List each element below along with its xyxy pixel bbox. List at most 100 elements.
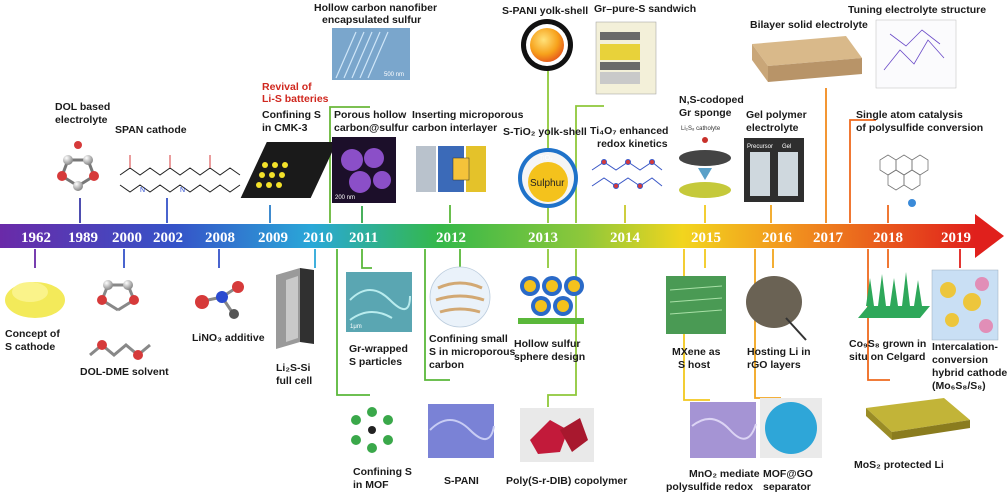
- connector-2011-hollow: [329, 106, 370, 223]
- milestone-2011-mof: Confining S in MOF: [351, 407, 412, 491]
- svg-text:Sulphur: Sulphur: [530, 178, 565, 189]
- sponge-icon: [679, 137, 731, 198]
- porous-image: [332, 137, 396, 203]
- svg-text:S-PANI yolk-shell: S-PANI yolk-shell: [502, 5, 588, 17]
- svg-text:Li₂S-Si: Li₂S-Si: [276, 362, 311, 374]
- year-2019: 2019: [941, 230, 971, 246]
- connector-2011-bottom: [361, 249, 372, 269]
- milestone-2012-spani: S-PANI: [428, 404, 495, 487]
- milestone-2011-gr-wrapped: 1μm Gr-wrapped S particles: [346, 272, 412, 368]
- milestone-2018-tuning: Tuning electrolyte structure: [848, 4, 986, 89]
- svg-text:LiNO₃ additive: LiNO₃ additive: [192, 332, 265, 344]
- svg-text:MoS₂ protected Li: MoS₂ protected Li: [854, 459, 944, 471]
- year-2012: 2012: [436, 230, 466, 246]
- svg-text:Li₂S₈ catholyte: Li₂S₈ catholyte: [681, 126, 721, 132]
- connector-2013-poly: [547, 249, 577, 407]
- svg-text:full cell: full cell: [276, 375, 312, 387]
- year-2011: 2011: [349, 230, 378, 246]
- mos2-surface-icon: [866, 398, 970, 432]
- milestone-2009-cmk3: Revival of Li-S batteries Confining S in…: [240, 81, 337, 198]
- year-2002: 2002: [153, 230, 183, 246]
- full-cell-icon: [276, 268, 314, 349]
- milestone-2002-span: SPAN cathode N N: [115, 124, 241, 194]
- svg-text:Hollow sulfur: Hollow sulfur: [514, 338, 581, 350]
- svg-text:Revival of: Revival of: [262, 81, 312, 93]
- svg-text:Inserting microporous: Inserting microporous: [412, 109, 524, 121]
- mof-structure-icon: [351, 407, 393, 453]
- svg-text:redox kinetics: redox kinetics: [597, 138, 668, 150]
- svg-text:(Mo₆S₈/S₈): (Mo₆S₈/S₈): [932, 380, 986, 392]
- milestone-2012-small: Confining small S in microporous carbon: [429, 266, 516, 371]
- svg-text:Tuning electrolyte structure: Tuning electrolyte structure: [848, 4, 986, 16]
- svg-text:S-PANI: S-PANI: [444, 475, 479, 487]
- svg-text:carbon: carbon: [429, 359, 464, 371]
- year-2010: 2010: [303, 230, 333, 246]
- svg-text:Bilayer solid electrolyte: Bilayer solid electrolyte: [750, 19, 868, 31]
- svg-text:in CMK-3: in CMK-3: [262, 122, 308, 134]
- svg-text:of polysulfide conversion: of polysulfide conversion: [856, 122, 983, 134]
- svg-text:Poly(S-r-DIB) copolymer: Poly(S-r-DIB) copolymer: [506, 475, 627, 487]
- year-2013: 2013: [528, 230, 558, 246]
- year-2008: 2008: [205, 230, 235, 246]
- svg-text:conversion: conversion: [932, 354, 988, 366]
- milestone-2016-mof-go: MOF@GO separator: [760, 398, 822, 493]
- svg-text:Gel: Gel: [782, 144, 791, 150]
- connector-2011-mof: [336, 249, 370, 396]
- svg-text:Hosting Li in: Hosting Li in: [747, 346, 811, 358]
- gr-wrapped-image: [346, 272, 412, 332]
- milestone-1989-dol: DOL based electrolyte: [55, 101, 110, 191]
- milestone-2010-li2s-si: Li₂S-Si full cell: [276, 268, 314, 387]
- bilayer-image: [752, 36, 862, 82]
- timeline-arrow: [0, 214, 1004, 258]
- svg-text:N,S-codoped: N,S-codoped: [679, 94, 744, 106]
- milestone-2013-sandwich: Gr–pure-S sandwich: [594, 3, 696, 95]
- svg-text:DOL-DME solvent: DOL-DME solvent: [80, 366, 169, 378]
- milestone-2013-stio2: S-TiO₂ yolk-shell Sulphur TiO₂: [503, 126, 587, 208]
- svg-text:1μm: 1μm: [350, 324, 362, 330]
- year-2015: 2015: [691, 230, 721, 246]
- dol-molecule-icon: [57, 141, 99, 191]
- svg-text:Intercalation-: Intercalation-: [932, 341, 998, 353]
- milestone-2018-single-atom: Single atom catalysis of polysulfide con…: [856, 109, 983, 207]
- svg-text:carbon@sulfur: carbon@sulfur: [334, 122, 408, 134]
- interlayer-cell-icon: [416, 146, 486, 192]
- milestone-2013-poly: Poly(S-r-DIB) copolymer: [506, 408, 627, 487]
- nanofiber-texture: [335, 31, 389, 79]
- svg-text:S-TiO₂ yolk-shell: S-TiO₂ yolk-shell: [503, 126, 587, 138]
- mxene-image: [666, 276, 726, 334]
- svg-text:Ti₄O₇ enhanced: Ti₄O₇ enhanced: [590, 125, 668, 137]
- tuning-image: [875, 19, 957, 89]
- milestone-2018-co9s8: Co₉S₈ grown in situ on Celgard: [849, 272, 930, 363]
- svg-text:polysulfide redox: polysulfide redox: [666, 481, 753, 493]
- co9s8-nanowall-icon: [858, 272, 930, 318]
- milestone-2000-dol-dme: DOL-DME solvent: [80, 280, 169, 378]
- lino3-molecule-icon: [195, 281, 244, 319]
- svg-text:carbon interlayer: carbon interlayer: [412, 122, 497, 134]
- connector-2012-bottom: [424, 249, 450, 381]
- year-2009: 2009: [258, 230, 288, 246]
- connector-2018-tuning: [849, 119, 876, 223]
- svg-text:Single atom catalysis: Single atom catalysis: [856, 109, 963, 121]
- milestone-2016-hosting-li: Hosting Li in rGO layers: [746, 276, 811, 371]
- svg-text:Co₉S₈ grown in: Co₉S₈ grown in: [849, 338, 926, 350]
- svg-text:electrolyte: electrolyte: [55, 114, 108, 126]
- svg-text:Confining S: Confining S: [262, 109, 321, 121]
- cmk3-rods-icon: [240, 142, 337, 198]
- svg-text:500 nm: 500 nm: [384, 72, 404, 78]
- milestone-2012-interlayer: Inserting microporous carbon interlayer: [412, 109, 524, 192]
- milestone-2015-mxene: MXene as S host: [666, 276, 726, 371]
- milestone-2015-mno2: MnO₂ mediate polysulfide redox: [666, 402, 760, 493]
- year-1989: 1989: [68, 230, 98, 246]
- svg-text:Gel polymer: Gel polymer: [746, 109, 807, 121]
- milestone-1962-concept: Concept of S cathode: [5, 282, 65, 353]
- hollow-sphere-icon: [518, 276, 584, 324]
- year-2014: 2014: [610, 230, 641, 246]
- milestone-2011-nanofiber: Hollow carbon nanofiber encapsulated sul…: [314, 2, 437, 80]
- milestone-2015-sponge: N,S-codoped Gr sponge Li₂S₈ catholyte: [679, 94, 744, 198]
- milestone-2018-mos2: MoS₂ protected Li: [854, 398, 970, 471]
- year-2016: 2016: [762, 230, 793, 246]
- svg-text:hybrid cathode: hybrid cathode: [932, 367, 1007, 379]
- spani-image: [428, 404, 494, 458]
- sulfur-powder-icon: [5, 282, 65, 318]
